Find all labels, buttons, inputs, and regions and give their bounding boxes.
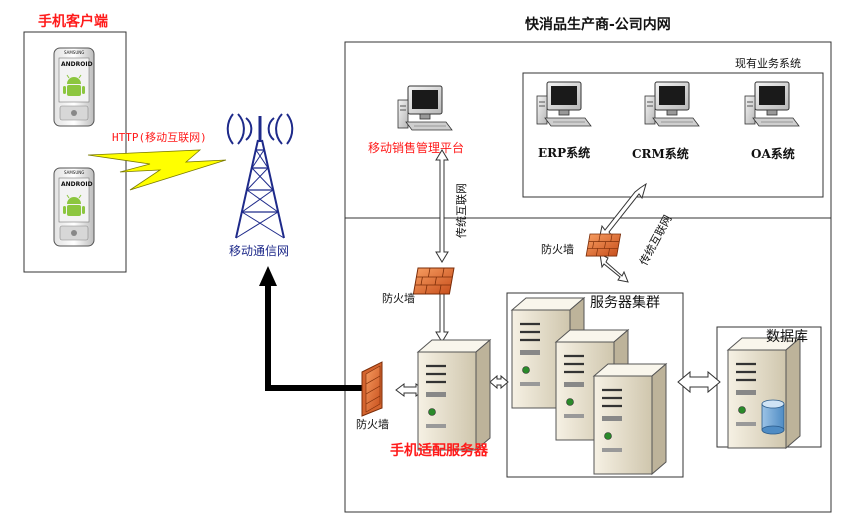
mobile-clients-box [23, 31, 127, 273]
tower-label: 移动通信网 [229, 244, 290, 258]
cluster-database-connector [677, 370, 721, 394]
phone-2-screen-text: ANDROID [61, 181, 93, 188]
firewall-icon-systems [585, 233, 622, 257]
erp-system-label: ERP系统 [538, 146, 591, 160]
server-cluster-connector [489, 374, 509, 390]
existing-systems-box [522, 72, 824, 198]
database-cylinder-icon [761, 399, 785, 435]
existing-systems-label: 现有业务系统 [735, 57, 801, 70]
oa-system-label: OA系统 [751, 147, 795, 161]
adapter-server-label: 手机适配服务器 [390, 443, 488, 459]
radio-tower-icon [226, 113, 294, 239]
firewall-icon-mobile [361, 361, 383, 417]
crm-system-label: CRM系统 [632, 147, 689, 161]
firewall-icon-internet [412, 267, 455, 295]
tower-link-arrowhead [259, 266, 277, 286]
tower-link-arrow [265, 284, 366, 391]
database-label: 数据库 [766, 329, 808, 345]
firewall-label-mobile: 防火墙 [356, 418, 389, 431]
phone-icon-2 [53, 167, 95, 247]
page-title: 快消品生产商-公司内网 [525, 17, 671, 33]
oa-pc-icon [744, 81, 800, 127]
internet-label-1: 传统互联网 [455, 183, 468, 238]
systems-firewall-connector [598, 182, 647, 241]
firewall-cluster-connector [599, 253, 629, 283]
mobile-clients-label: 手机客户端 [38, 14, 108, 30]
platform-firewall-connector [435, 149, 449, 263]
sales-platform-pc-icon [397, 85, 453, 131]
http-link-label: HTTP(移动互联网) [112, 131, 207, 144]
erp-pc-icon [536, 81, 592, 127]
phone-icon-1 [53, 47, 95, 127]
cluster-server-icon-3 [592, 362, 668, 476]
firewall-label-systems: 防火墙 [541, 243, 574, 256]
crm-pc-icon [644, 81, 700, 127]
firewall-label-internet: 防火墙 [382, 292, 415, 305]
sales-platform-label: 移动销售管理平台 [368, 141, 465, 155]
phone-2-brand-text: SAMSUNG [64, 170, 85, 175]
intranet-box [344, 41, 832, 513]
server-cluster-label: 服务器集群 [590, 295, 660, 311]
adapter-server-icon [416, 338, 492, 452]
phone-1-screen-text: ANDROID [61, 61, 93, 68]
lightning-bolt-icon [87, 149, 227, 191]
phone-1-brand-text: SAMSUNG [64, 50, 85, 55]
